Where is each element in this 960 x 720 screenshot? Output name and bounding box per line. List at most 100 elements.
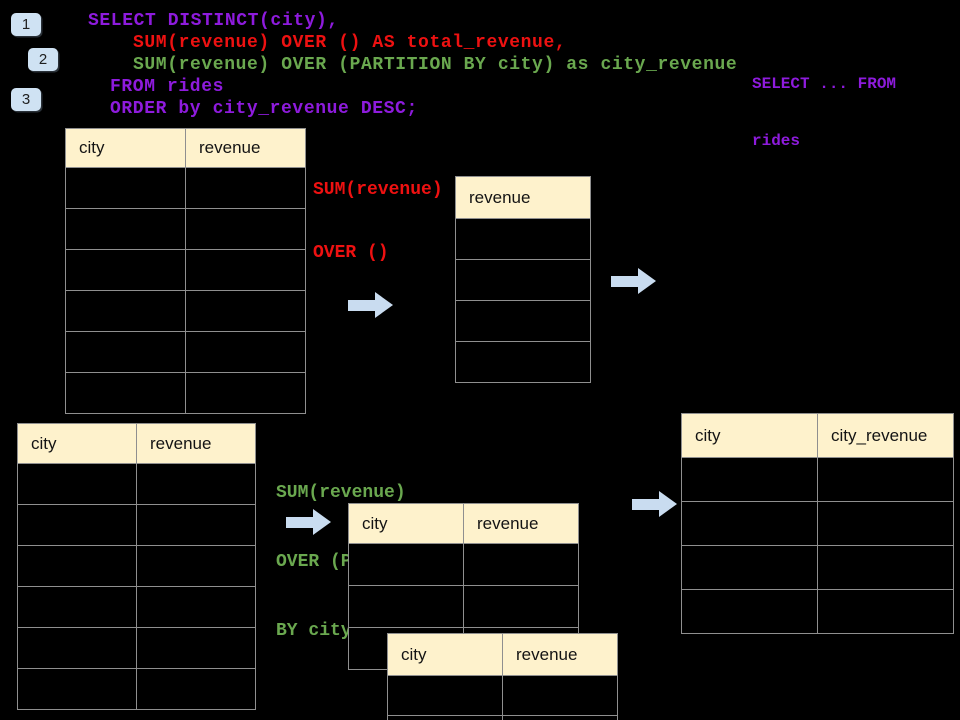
table-row xyxy=(681,501,954,546)
table-row xyxy=(681,457,954,502)
arrow-head xyxy=(638,268,656,294)
empty-cell xyxy=(136,668,256,710)
empty-cell xyxy=(65,372,186,414)
empty-cell xyxy=(817,545,954,590)
step-badge-3: 3 xyxy=(11,88,41,111)
empty-cell xyxy=(455,259,591,301)
empty-cell xyxy=(348,585,464,628)
arrow-head xyxy=(659,491,677,517)
annotation-line: SUM(revenue) xyxy=(313,180,443,200)
column-header: revenue xyxy=(463,503,579,544)
arrow-head xyxy=(313,509,331,535)
empty-cell xyxy=(185,372,306,414)
empty-cell xyxy=(387,675,503,716)
right-arrow-icon xyxy=(632,491,677,517)
empty-cell xyxy=(136,545,256,587)
arrow-head xyxy=(375,292,393,318)
annotation-total-revenue: SUM(revenue) OVER () xyxy=(313,138,443,306)
empty-cell xyxy=(185,290,306,332)
table-row xyxy=(681,589,954,634)
right-arrow-icon xyxy=(286,509,331,535)
empty-cell xyxy=(65,167,186,209)
column-header: revenue xyxy=(136,423,256,464)
empty-cell xyxy=(817,589,954,634)
empty-cell xyxy=(136,463,256,505)
empty-cell xyxy=(136,504,256,546)
empty-cell xyxy=(681,501,818,546)
empty-cell xyxy=(463,543,579,586)
table-row xyxy=(65,290,306,332)
arrow-shaft xyxy=(286,516,313,528)
table-row xyxy=(65,372,306,414)
column-header: city xyxy=(65,128,186,168)
empty-cell xyxy=(455,218,591,260)
empty-cell xyxy=(681,589,818,634)
arrow-shaft xyxy=(348,299,375,311)
empty-cell xyxy=(17,627,137,669)
empty-cell xyxy=(463,585,579,628)
column-header: city xyxy=(348,503,464,544)
empty-cell xyxy=(502,715,618,720)
sql-line-from: FROM rides xyxy=(110,77,225,97)
annotation-line: OVER () xyxy=(313,243,389,263)
sql-line-partition: SUM(revenue) OVER (PARTITION BY city) as… xyxy=(133,55,738,75)
empty-cell xyxy=(681,457,818,502)
empty-cell xyxy=(65,249,186,291)
table-row xyxy=(65,249,306,291)
table-row xyxy=(65,331,306,373)
right-arrow-icon xyxy=(348,292,393,318)
empty-cell xyxy=(817,457,954,502)
table-row xyxy=(455,218,591,260)
sql-line-select: SELECT DISTINCT(city), xyxy=(88,11,339,31)
empty-cell xyxy=(65,331,186,373)
table-row xyxy=(681,545,954,590)
table-row xyxy=(17,463,256,505)
right-arrow-icon xyxy=(611,268,656,294)
empty-cell xyxy=(17,463,137,505)
empty-cell xyxy=(455,300,591,342)
empty-cell xyxy=(136,627,256,669)
table-row xyxy=(17,627,256,669)
empty-cell xyxy=(681,545,818,590)
side-note-line: rides xyxy=(752,132,801,150)
table-row xyxy=(17,586,256,628)
table-row xyxy=(387,675,618,716)
empty-cell xyxy=(17,504,137,546)
column-header: city xyxy=(681,413,818,458)
table-row xyxy=(455,259,591,301)
empty-cell xyxy=(17,545,137,587)
side-note-select-from-rides: SELECT ... FROM rides xyxy=(752,37,896,189)
empty-cell xyxy=(136,586,256,628)
empty-cell xyxy=(502,675,618,716)
step-badge-1: 1 xyxy=(11,13,41,36)
empty-cell xyxy=(185,167,306,209)
column-header: city xyxy=(387,633,503,676)
empty-cell xyxy=(348,543,464,586)
column-header: city xyxy=(17,423,137,464)
table-row xyxy=(455,300,591,342)
empty-cell xyxy=(387,715,503,720)
table-row xyxy=(348,585,579,628)
empty-cell xyxy=(455,341,591,383)
arrow-shaft xyxy=(632,498,659,510)
empty-cell xyxy=(65,290,186,332)
side-note-line: SELECT ... FROM xyxy=(752,75,897,93)
empty-cell xyxy=(185,208,306,250)
column-header: revenue xyxy=(455,176,591,219)
table-row xyxy=(455,341,591,383)
step-badge-2: 2 xyxy=(28,48,58,71)
column-header: city_revenue xyxy=(817,413,954,458)
table-total-revenue: revenue xyxy=(455,176,591,383)
table-row xyxy=(17,668,256,710)
empty-cell xyxy=(817,501,954,546)
annotation-line: SUM(revenue) xyxy=(276,483,406,503)
table-row xyxy=(65,208,306,250)
table-row xyxy=(17,504,256,546)
table-row xyxy=(17,545,256,587)
table-row xyxy=(348,543,579,586)
